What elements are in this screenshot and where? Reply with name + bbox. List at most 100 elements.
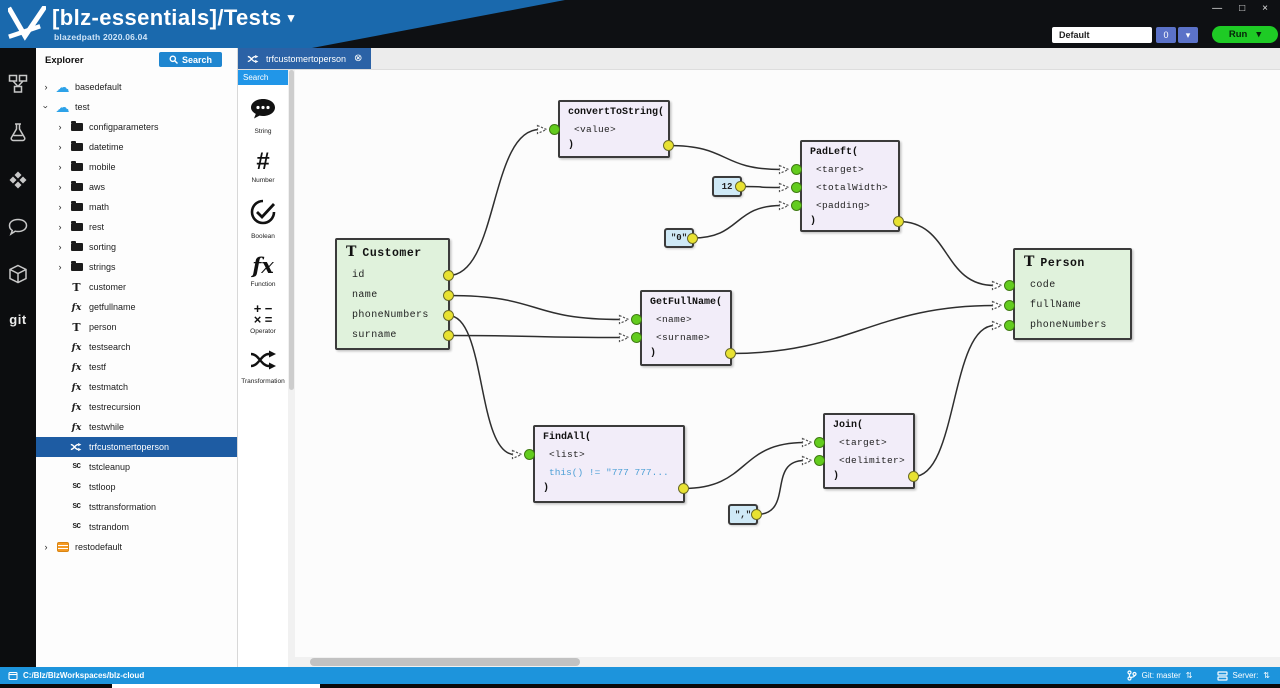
input-port[interactable] — [991, 280, 1015, 291]
environment-select[interactable]: Default — [1052, 27, 1152, 43]
tree-item-basedefault[interactable]: ›☁basedefault — [36, 77, 237, 97]
project-title-dropdown[interactable]: [blz-essentials]/Tests▾ — [52, 5, 295, 30]
palette-item-operator[interactable]: +−×=Operator — [250, 302, 276, 335]
tree-item-strings[interactable]: ›strings — [36, 257, 237, 277]
output-port[interactable] — [908, 471, 919, 482]
tree-item-restodefault[interactable]: ›restodefault — [36, 537, 237, 557]
palette-item-boolean[interactable]: Boolean — [250, 199, 276, 240]
env-dropdown-button[interactable]: ▾ — [1178, 27, 1198, 43]
chevron-collapsed-icon[interactable]: › — [58, 162, 62, 172]
input-port[interactable] — [991, 300, 1015, 311]
output-port[interactable] — [443, 270, 454, 281]
converttostring-node[interactable]: convertToString( <value> ) — [536, 100, 674, 158]
tab-close-icon[interactable]: ⊗ — [354, 53, 363, 64]
tree-item-sorting[interactable]: ›sorting — [36, 237, 237, 257]
maximize-button[interactable]: □ — [1239, 3, 1246, 14]
join-node[interactable]: Join( <target><delimiter> ) — [801, 413, 919, 489]
output-port[interactable] — [443, 310, 454, 321]
literal-node[interactable]: "," — [728, 504, 762, 525]
tree-item-datetime[interactable]: ›datetime — [36, 137, 237, 157]
chevron-collapsed-icon[interactable]: › — [58, 182, 62, 192]
chevron-collapsed-icon[interactable]: › — [58, 142, 62, 152]
output-port[interactable] — [678, 483, 689, 494]
palette-item-number[interactable]: #Number — [251, 150, 274, 185]
git-logo[interactable]: git — [9, 312, 27, 327]
minimize-button[interactable]: — — [1212, 3, 1223, 14]
chevron-collapsed-icon[interactable]: › — [44, 542, 48, 552]
output-port[interactable] — [735, 181, 746, 192]
input-port[interactable] — [511, 449, 535, 460]
close-button[interactable]: × — [1262, 3, 1268, 14]
grid-icon[interactable] — [8, 74, 28, 99]
vertical-scrollbar[interactable] — [288, 70, 295, 667]
output-port[interactable] — [725, 348, 736, 359]
output-port[interactable] — [687, 232, 698, 244]
literal-node[interactable]: "0" — [664, 228, 698, 248]
tree-item-math[interactable]: ›math — [36, 197, 237, 217]
counter-button[interactable]: 0 — [1156, 27, 1176, 43]
scrollbar-thumb[interactable] — [289, 70, 294, 390]
input-port[interactable] — [778, 200, 802, 211]
chat-icon[interactable] — [8, 218, 28, 241]
palette-item-string[interactable]: String — [250, 98, 276, 135]
tree-item-mobile[interactable]: ›mobile — [36, 157, 237, 177]
modules-icon[interactable] — [8, 170, 28, 195]
output-port[interactable] — [751, 509, 762, 520]
input-port[interactable] — [778, 164, 802, 175]
findall-node[interactable]: FindAll( <list> this() != "777 777... ) — [511, 425, 689, 503]
input-port[interactable] — [618, 314, 642, 325]
tree-item-rest[interactable]: ›rest — [36, 217, 237, 237]
input-port[interactable] — [536, 124, 560, 135]
chevron-collapsed-icon[interactable]: › — [58, 222, 62, 232]
scrollbar-thumb[interactable] — [310, 658, 580, 666]
output-port[interactable] — [663, 140, 674, 151]
padleft-node[interactable]: PadLeft( <target><totalWidth><padding> ) — [778, 140, 904, 232]
horizontal-scrollbar[interactable] — [295, 657, 1280, 667]
package-icon[interactable] — [8, 264, 28, 289]
tree-item-trfcustomertoperson[interactable]: trfcustomertoperson — [36, 437, 237, 457]
chevron-collapsed-icon[interactable]: › — [58, 242, 62, 252]
palette-search[interactable]: Search — [238, 70, 288, 85]
output-port[interactable] — [893, 216, 904, 227]
chevron-collapsed-icon[interactable]: › — [58, 122, 62, 132]
flask-icon[interactable] — [8, 122, 28, 147]
input-port[interactable] — [991, 320, 1015, 331]
lambda-expression[interactable]: this() != "777 777... — [549, 467, 669, 478]
chevron-expanded-icon[interactable]: › — [41, 105, 51, 109]
input-port[interactable] — [801, 455, 825, 466]
git-branch-selector[interactable]: Git: master ⇅ — [1127, 670, 1193, 681]
tree-item-test[interactable]: ›☁test — [36, 97, 237, 117]
chevron-collapsed-icon[interactable]: › — [58, 202, 62, 212]
tab-trfcustomertoperson[interactable]: trfcustomertoperson ⊗ — [238, 48, 372, 69]
output-port[interactable] — [443, 330, 454, 341]
server-selector[interactable]: Server: ⇅ — [1216, 670, 1270, 681]
tree-item-configparameters[interactable]: ›configparameters — [36, 117, 237, 137]
chevron-collapsed-icon[interactable]: › — [58, 262, 62, 272]
input-port[interactable] — [801, 437, 825, 448]
literal-node[interactable]: 12 — [712, 176, 746, 197]
getfullname-node[interactable]: GetFullName( <name><surname> ) — [618, 290, 736, 366]
chevron-collapsed-icon[interactable]: › — [44, 82, 48, 92]
run-button[interactable]: Run▾ — [1212, 26, 1278, 43]
search-button[interactable]: Search — [158, 52, 222, 67]
input-port[interactable] — [778, 182, 802, 193]
output-port[interactable] — [443, 290, 454, 301]
palette-item-transformation[interactable]: Transformation — [241, 350, 285, 385]
input-port[interactable] — [618, 332, 642, 343]
